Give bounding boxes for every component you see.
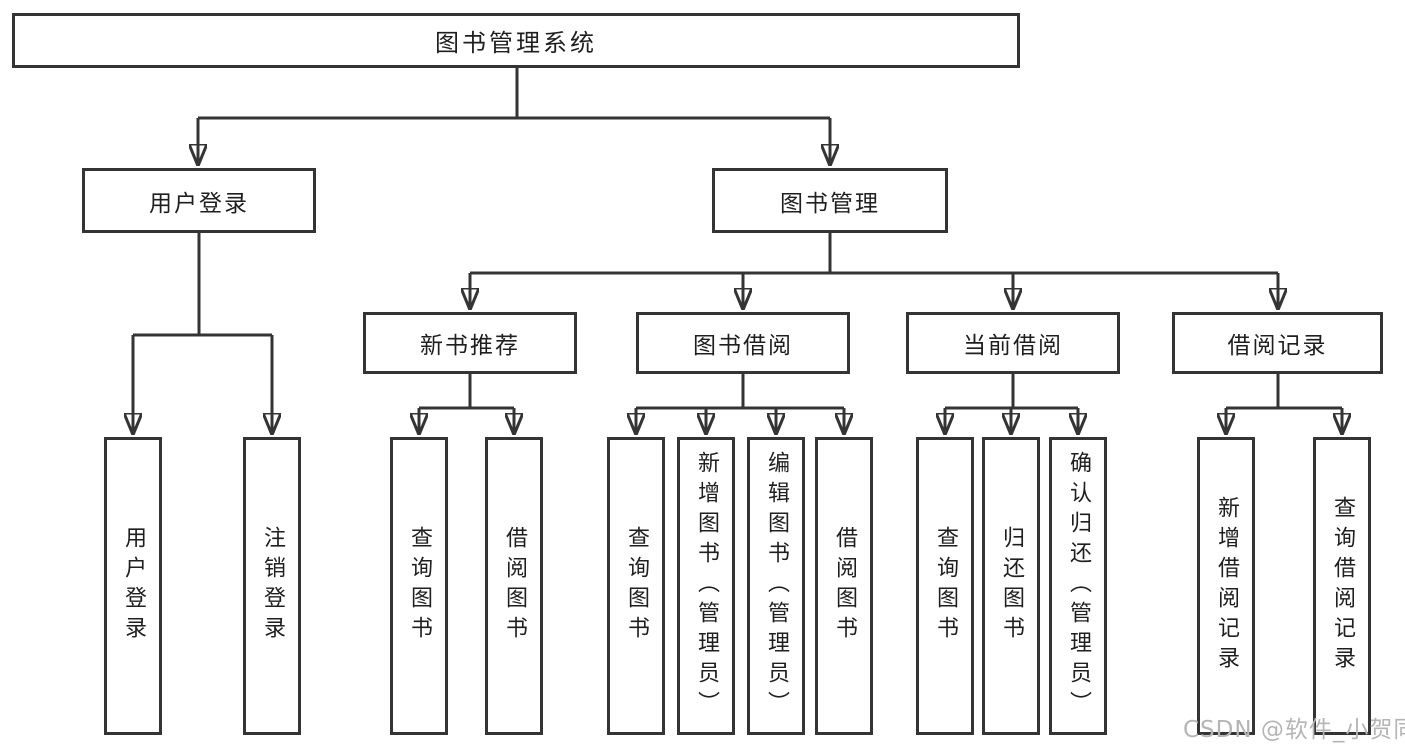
connector-bookborrow-spine (636, 374, 844, 410)
node-label: 图书管理 (780, 190, 880, 217)
node-label: 借阅图书 (502, 526, 527, 646)
node-label: 注销登录 (260, 526, 285, 646)
node-borrow-records: 借阅记录 (1172, 312, 1383, 374)
node-label: 借阅记录 (1227, 333, 1328, 359)
leaf-add-book-admin: 新增图书（管理员） (677, 437, 735, 735)
node-label: 用户登录 (121, 526, 146, 646)
leaf-query-borrow-record: 查询借阅记录 (1313, 437, 1371, 735)
node-label: 图书借阅 (693, 333, 793, 359)
node-label: 借阅图书 (832, 526, 857, 646)
connector-userlogin-spine (133, 233, 272, 337)
connector-records-spine (1226, 374, 1342, 410)
node-library-management-system: 图书管理系统 (12, 13, 1020, 68)
node-new-book-recommend: 新书推荐 (363, 312, 577, 374)
connector-bookmgmt-spine (470, 233, 1278, 275)
node-label: 用户登录 (149, 190, 249, 217)
node-label: 归还图书 (999, 526, 1024, 646)
node-book-borrow: 图书借阅 (636, 312, 850, 374)
leaf-confirm-return-admin: 确认归还（管理员） (1049, 437, 1107, 735)
leaf-edit-book-admin: 编辑图书（管理员） (747, 437, 805, 735)
node-book-management: 图书管理 (712, 168, 948, 233)
connector-newbook-spine (419, 374, 514, 410)
node-label: 查询图书 (624, 526, 649, 646)
node-label: 确认归还（管理员） (1066, 451, 1091, 721)
leaf-borrow-books-2: 借阅图书 (815, 437, 873, 735)
node-label: 查询图书 (407, 526, 432, 646)
node-label: 新增图书（管理员） (694, 451, 719, 721)
node-label: 当前借阅 (963, 333, 1063, 359)
leaf-add-borrow-record: 新增借阅记录 (1197, 437, 1255, 735)
node-current-borrow: 当前借阅 (906, 312, 1120, 374)
watermark: CSDN @软件_小贺同学 (1183, 717, 1405, 743)
leaf-query-books-current: 查询图书 (916, 437, 974, 735)
node-label: 查询借阅记录 (1330, 496, 1355, 676)
node-label: 新书推荐 (420, 333, 520, 359)
leaf-logout: 注销登录 (243, 437, 301, 735)
connector-root-spine (198, 68, 830, 120)
leaf-query-books-borrow: 查询图书 (607, 437, 665, 735)
node-user-login: 用户登录 (82, 168, 316, 233)
leaf-return-book: 归还图书 (982, 437, 1040, 735)
connector-currentborrow-spine (945, 374, 1078, 410)
node-label: 图书管理系统 (435, 29, 597, 57)
node-label: 新增借阅记录 (1214, 496, 1239, 676)
leaf-user-login: 用户登录 (104, 437, 162, 735)
node-label: 编辑图书（管理员） (764, 451, 789, 721)
node-label: 查询图书 (933, 526, 958, 646)
leaf-borrow-books-recommend: 借阅图书 (485, 437, 543, 735)
leaf-query-books-recommend: 查询图书 (390, 437, 448, 735)
